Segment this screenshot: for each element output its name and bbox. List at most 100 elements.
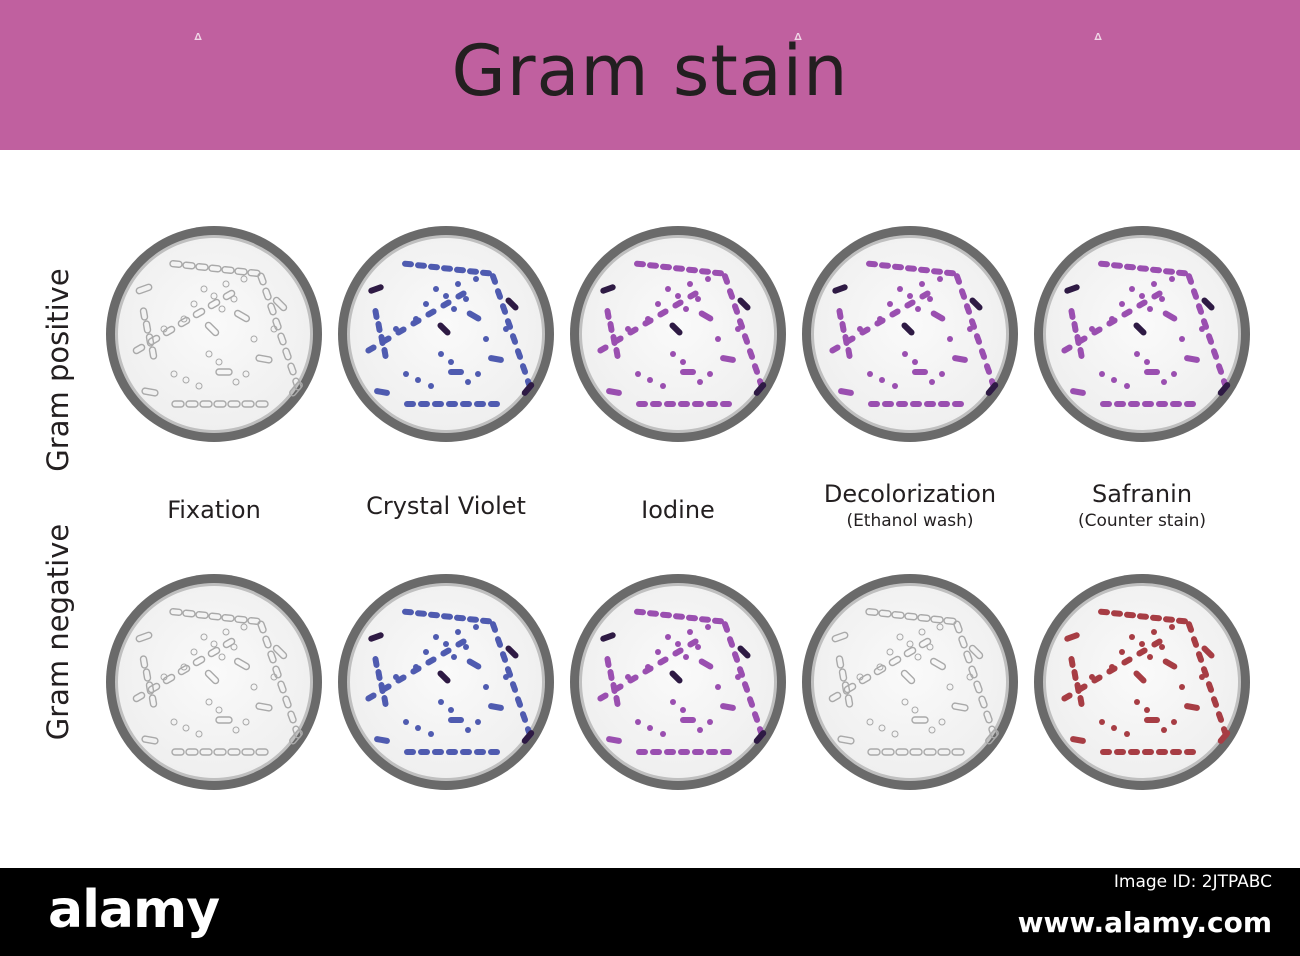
bacterium-rod [204, 321, 220, 337]
bacterium-coccus [475, 371, 481, 377]
bacterium-rod [215, 368, 233, 376]
bacterium-coccus [438, 351, 444, 357]
bacterium-rod [968, 644, 984, 660]
bacterium-coccus [413, 316, 419, 322]
step-name: Iodine [641, 496, 715, 524]
bacterium-rod [726, 288, 736, 300]
bacterium-rod [737, 297, 751, 311]
bacterium-coccus [1111, 377, 1117, 383]
bacterium-rod [600, 632, 616, 642]
bacterium-rod [1210, 348, 1220, 360]
bacterium-rod [720, 355, 736, 363]
bacterium-coccus [232, 378, 240, 386]
bacterium-rod [699, 268, 711, 275]
bacterium-rod [657, 656, 669, 666]
step-label-safranin: Safranin (Counter stain) [1027, 478, 1257, 532]
bacterium-coccus [1159, 644, 1165, 650]
bacterium-rod [142, 320, 152, 334]
bacterium-coccus [665, 286, 671, 292]
bacterium-coccus [205, 698, 213, 706]
bacterium-coccus [250, 335, 258, 343]
step-label-iodine: Iodine [563, 478, 793, 526]
bacterium-rod [678, 749, 690, 755]
bacterium-rod [440, 299, 452, 309]
bacterium-rod [1124, 263, 1136, 271]
bacterium-rod [1074, 334, 1082, 346]
bacterium-coccus [1139, 293, 1145, 299]
bacterium-coccus [215, 358, 223, 366]
bacterium-rod [255, 354, 273, 364]
bacterium-rod [610, 682, 618, 694]
bacterium-rod [958, 635, 968, 649]
bacterium-rod [712, 617, 724, 625]
bacterium-rod [221, 266, 235, 274]
bacterium-rod [287, 710, 297, 724]
bacterium-rod [145, 681, 155, 695]
bacterium-coccus [901, 698, 909, 706]
bacterium-rod [1162, 310, 1178, 322]
bacterium-rod [514, 696, 524, 708]
bacterium-coccus [415, 725, 421, 731]
bacterium-coccus [448, 359, 454, 365]
bacterium-coccus [433, 634, 439, 640]
bacterium-rod [139, 655, 149, 669]
bacterium-coccus [1171, 719, 1177, 725]
bacterium-coccus [735, 326, 741, 332]
bacterium-rod [440, 647, 452, 657]
bacterium-rod [741, 333, 751, 345]
bacterium-coccus [707, 371, 713, 377]
bacterium-coccus [1134, 351, 1140, 357]
bacterium-rod [378, 682, 386, 694]
bacterium-rod [1151, 638, 1163, 648]
bacterium-rod [919, 290, 931, 300]
bacterium-rod [828, 691, 842, 703]
bacterium-coccus [946, 683, 954, 691]
bacterium-rod [233, 309, 251, 323]
bacterium-rod [455, 638, 467, 648]
bacterium-rod [867, 748, 881, 756]
bacterium-coccus [947, 336, 953, 342]
bacterium-coccus [1124, 731, 1130, 737]
bacterium-coccus [647, 725, 653, 731]
bacterium-rod [918, 637, 932, 649]
bacterium-coccus [625, 326, 631, 332]
bacterium-rod [660, 611, 672, 619]
bacterium-rod [836, 308, 844, 320]
bacterium-rod [978, 348, 988, 360]
bacterium-coccus [503, 326, 509, 332]
bacterium-coccus [1169, 624, 1175, 630]
bacterium-coccus [170, 718, 178, 726]
bacterium-rod [257, 272, 267, 286]
bacterium-rod [627, 326, 639, 336]
bacterium-rod [488, 355, 504, 363]
bacterium-rod [672, 299, 684, 309]
bacterium-rod [952, 401, 964, 407]
bacterium-rod [207, 298, 221, 310]
bacterium-rod [139, 307, 149, 321]
bacterium-rod [751, 711, 761, 723]
bacterium-rod [1061, 344, 1073, 354]
bacterium-coccus [914, 653, 922, 661]
bacterium-rod [132, 691, 146, 703]
bacterium-rod [969, 297, 983, 311]
bacterium-coccus [1199, 674, 1205, 680]
bacterium-rod [873, 664, 887, 676]
bacterium-rod [866, 260, 878, 268]
petri-dish-row2-step3 [570, 574, 786, 790]
bacterium-rod [514, 348, 524, 360]
bacterium-rod [135, 631, 153, 643]
dish-inner [814, 586, 1006, 778]
bacterium-rod [437, 670, 451, 684]
bacterium-coccus [936, 623, 944, 631]
bacterium-rod [1098, 260, 1110, 268]
bacterium-rod [448, 717, 464, 723]
bacterium-coccus [1171, 371, 1177, 377]
bacterium-rod [467, 268, 479, 275]
bacterium-rod [1210, 696, 1220, 708]
petri-dish-row2-step1 [106, 574, 322, 790]
bacterium-rod [255, 400, 269, 408]
bacterium-rod [1205, 333, 1215, 345]
bacterium-rod [983, 363, 993, 375]
bacterium-rod [432, 401, 444, 407]
bacterium-coccus [1119, 301, 1125, 307]
